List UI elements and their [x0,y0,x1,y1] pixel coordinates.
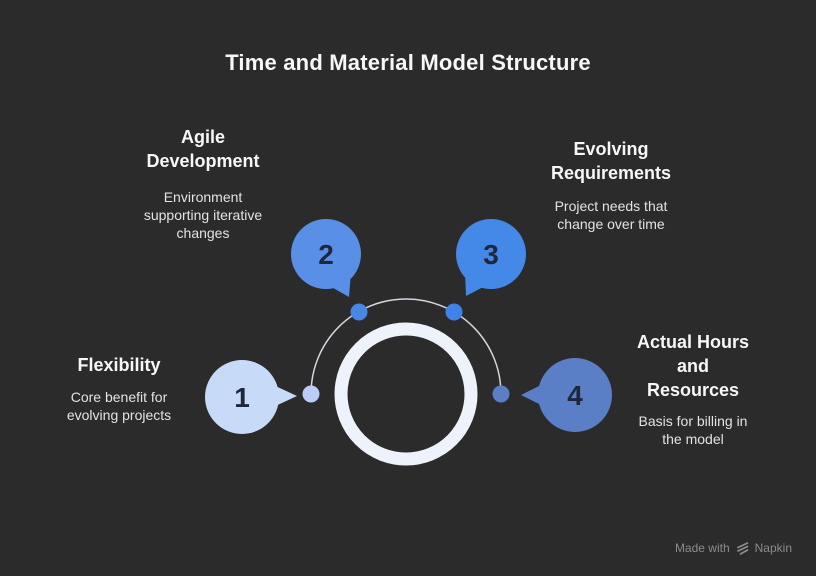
connector-dot-3 [445,303,463,321]
node-1-description: Core benefit for evolving projects [66,389,172,423]
node-3-heading: Evolving Requirements [550,139,672,183]
bubble-1-circle [205,360,279,434]
center-ring [334,322,478,466]
watermark-prefix: Made with [674,541,730,555]
connector-arc [310,298,502,395]
napkin-logo-icon [736,542,748,555]
bubble-1-number: 1 [234,382,250,413]
bubble-3-number: 3 [483,239,499,270]
node-2-description: Environment supporting iterative changes [143,189,263,241]
node-4-description: Basis for billing in the model [638,413,748,447]
node-3-description: Project needs that change over time [554,198,668,232]
bubble-3-circle [456,219,526,289]
bubble-2-circle [291,219,361,289]
node-2-heading: Agile Development [146,127,260,171]
node-4-heading: Actual Hours and Resources [636,332,750,400]
connector-dot-4 [492,385,510,403]
connector-dot-2 [350,303,368,321]
connector-dot-1 [302,385,320,403]
node-1-heading: Flexibility [77,355,161,375]
bubble-2-number: 2 [318,239,334,270]
bubble-4-circle [538,358,612,432]
bubble-4-number: 4 [567,380,583,411]
watermark-brand: Napkin [754,541,792,555]
watermark: Made with Napkin [675,540,792,556]
diagram-title: Time and Material Model Structure [225,50,591,75]
